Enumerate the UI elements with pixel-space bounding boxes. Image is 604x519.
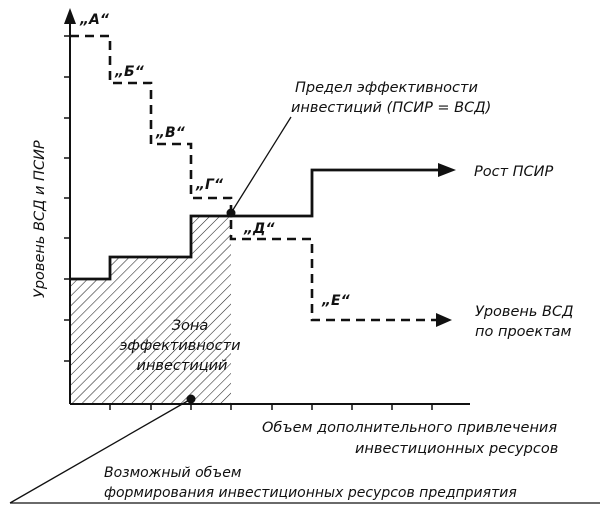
y-axis-ticks [64, 35, 70, 362]
step-label-e: „Е“ [321, 293, 351, 309]
y-axis-label: Уровень ВСД и ПСИР [32, 140, 48, 298]
step-label-d: „Д“ [243, 221, 275, 237]
resource-volume-line-1: Возможный объем [104, 465, 242, 481]
volume-leader-line [9, 398, 192, 504]
resource-volume-line-2: формирования инвестиционных ресурсов пре… [104, 485, 517, 501]
psir-arrow-head [438, 163, 456, 177]
step-label-b: „Б“ [114, 64, 145, 80]
x-axis-label-line-2: инвестиционных ресурсов [355, 441, 558, 457]
vsd-dashed-line [70, 34, 440, 322]
limit-annotation-line-2: инвестиций (ПСИР = ВСД) [291, 100, 491, 116]
zone-annotation-line-3: инвестиций [137, 358, 228, 374]
zone-annotation-line-1: Зона [172, 318, 209, 334]
psir-solid-line [70, 168, 440, 281]
vsd-level-label-line-1: Уровень ВСД [475, 304, 573, 320]
x-axis-ticks [109, 404, 433, 410]
zone-annotation-line-2: эффективности [119, 338, 240, 354]
step-label-g: „Г“ [195, 177, 224, 193]
y-axis-arrow [64, 8, 76, 24]
step-label-a: „А“ [79, 12, 110, 28]
limit-leader-line [230, 116, 292, 214]
axes [64, 8, 470, 410]
step-label-v: „В“ [155, 125, 186, 141]
efficiency-zone-hatch [70, 216, 231, 404]
vsd-arrow-head [436, 313, 452, 327]
psir-growth-label: Рост ПСИР [474, 164, 554, 180]
limit-annotation-line-1: Предел эффективности [295, 80, 478, 96]
vsd-level-label-line-2: по проектам [475, 324, 572, 340]
x-axis-label-line-1: Объем дополнительного привлечения [262, 420, 557, 436]
